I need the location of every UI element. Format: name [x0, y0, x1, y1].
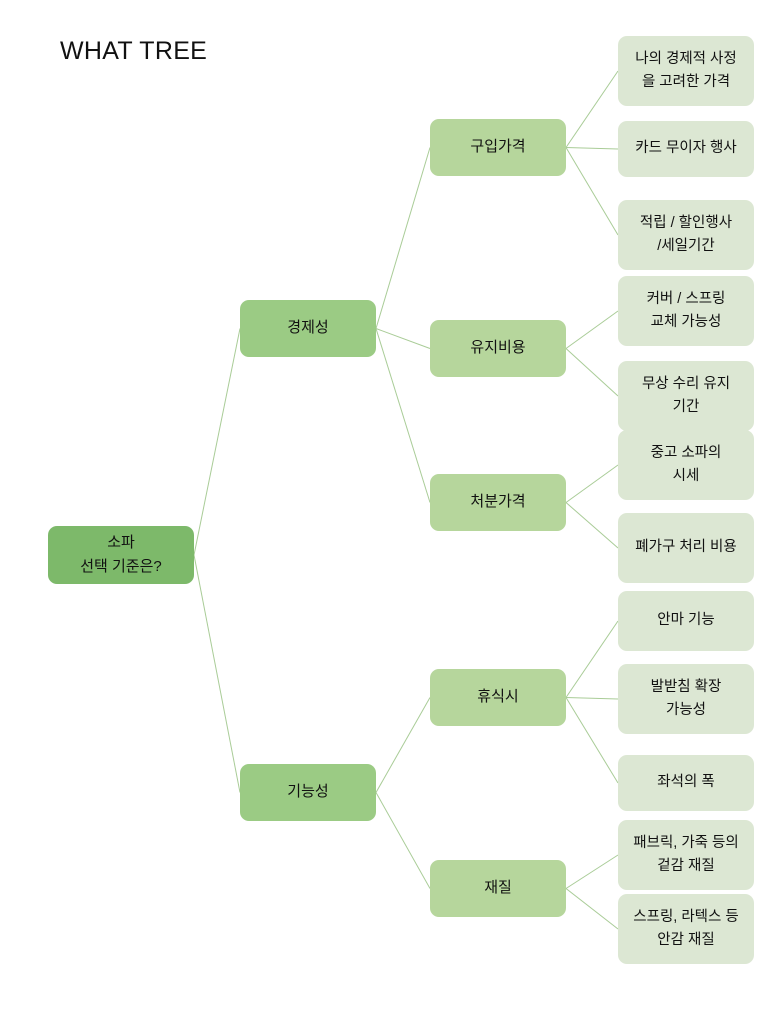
node-text-line: 안마 기능: [657, 612, 715, 629]
connector-sub-leaf: [565, 70, 619, 148]
node-text-line: 재질: [484, 879, 512, 897]
connector-sub-leaf: [565, 310, 619, 349]
tree-node-leaf-카드-무이자-행사[interactable]: 카드 무이자 행사: [618, 121, 754, 177]
connector-sub-leaf: [565, 854, 619, 889]
connector-sub-leaf: [565, 147, 619, 236]
connector-sub-leaf: [565, 348, 619, 397]
connector-sub-leaf: [565, 147, 619, 150]
node-text-line: 나의 경제적 사정: [635, 50, 737, 67]
node-text-line: 기능성: [287, 783, 329, 801]
tree-node-sub-처분가격[interactable]: 처분가격: [430, 474, 566, 531]
tree-node-sub-휴식시[interactable]: 휴식시: [430, 669, 566, 726]
node-text-line: 스프링, 라텍스 등: [633, 908, 739, 925]
node-text-line: 경제성: [287, 319, 329, 337]
connector-sub-leaf: [565, 620, 619, 698]
node-text-line: 좌석의 폭: [657, 774, 715, 791]
tree-node-branch-경제성[interactable]: 경제성: [240, 300, 376, 357]
connector-branch-sub: [375, 147, 431, 329]
node-text-line: 폐가구 처리 비용: [635, 539, 737, 556]
node-text-line: 소파: [107, 533, 135, 551]
connector-branch-sub: [375, 697, 431, 793]
connector-sub-leaf: [565, 464, 619, 503]
node-text-line: 시세: [672, 468, 700, 484]
connector-sub-leaf: [565, 697, 619, 784]
node-text-line: 발받침 확장: [650, 678, 722, 695]
connector-root-branch: [193, 554, 241, 793]
node-text-line: 구입가격: [470, 138, 526, 156]
connector-sub-leaf: [565, 502, 619, 549]
node-text-line: 가능성: [665, 702, 707, 718]
node-text-line: 카드 무이자 행사: [635, 140, 737, 157]
node-text-line: 안감 재질: [657, 932, 715, 948]
connector-sub-leaf: [565, 888, 619, 930]
node-text-line: 겉감 재질: [657, 858, 715, 874]
node-text-line: 선택 기준은?: [80, 558, 162, 575]
node-text-line: 을 고려한 가격: [641, 74, 731, 90]
tree-node-leaf-적립-할인행사[interactable]: 적립 / 할인행사/세일기간: [618, 200, 754, 270]
connector-root-branch: [193, 328, 241, 556]
connector-branch-sub: [375, 328, 431, 349]
node-text-line: 커버 / 스프링: [646, 290, 726, 307]
tree-node-branch-기능성[interactable]: 기능성: [240, 764, 376, 821]
node-text-line: 처분가격: [470, 493, 526, 511]
node-text-line: 기간: [672, 399, 700, 415]
node-text-line: 교체 가능성: [650, 314, 722, 330]
tree-node-sub-재질[interactable]: 재질: [430, 860, 566, 917]
node-text-line: 유지비용: [470, 339, 526, 357]
tree-node-leaf-폐가구-처리-비용[interactable]: 폐가구 처리 비용: [618, 513, 754, 583]
tree-node-leaf-좌석의-폭[interactable]: 좌석의 폭: [618, 755, 754, 811]
node-text-line: 휴식시: [477, 688, 519, 706]
tree-node-leaf-안마-기능[interactable]: 안마 기능: [618, 591, 754, 651]
node-text-line: 중고 소파의: [650, 444, 722, 461]
tree-node-sub-구입가격[interactable]: 구입가격: [430, 119, 566, 176]
node-text-line: 무상 수리 유지: [641, 375, 731, 392]
node-text-line: 패브릭, 가죽 등의: [633, 834, 739, 851]
page-title: WHAT TREE: [60, 37, 208, 65]
connector-branch-sub: [375, 792, 431, 889]
node-text-line: /세일기간: [657, 238, 715, 254]
connector-sub-leaf: [565, 697, 619, 700]
connector-branch-sub: [375, 328, 431, 503]
tree-node-sub-유지비용[interactable]: 유지비용: [430, 320, 566, 377]
node-text-line: 적립 / 할인행사: [639, 214, 733, 231]
